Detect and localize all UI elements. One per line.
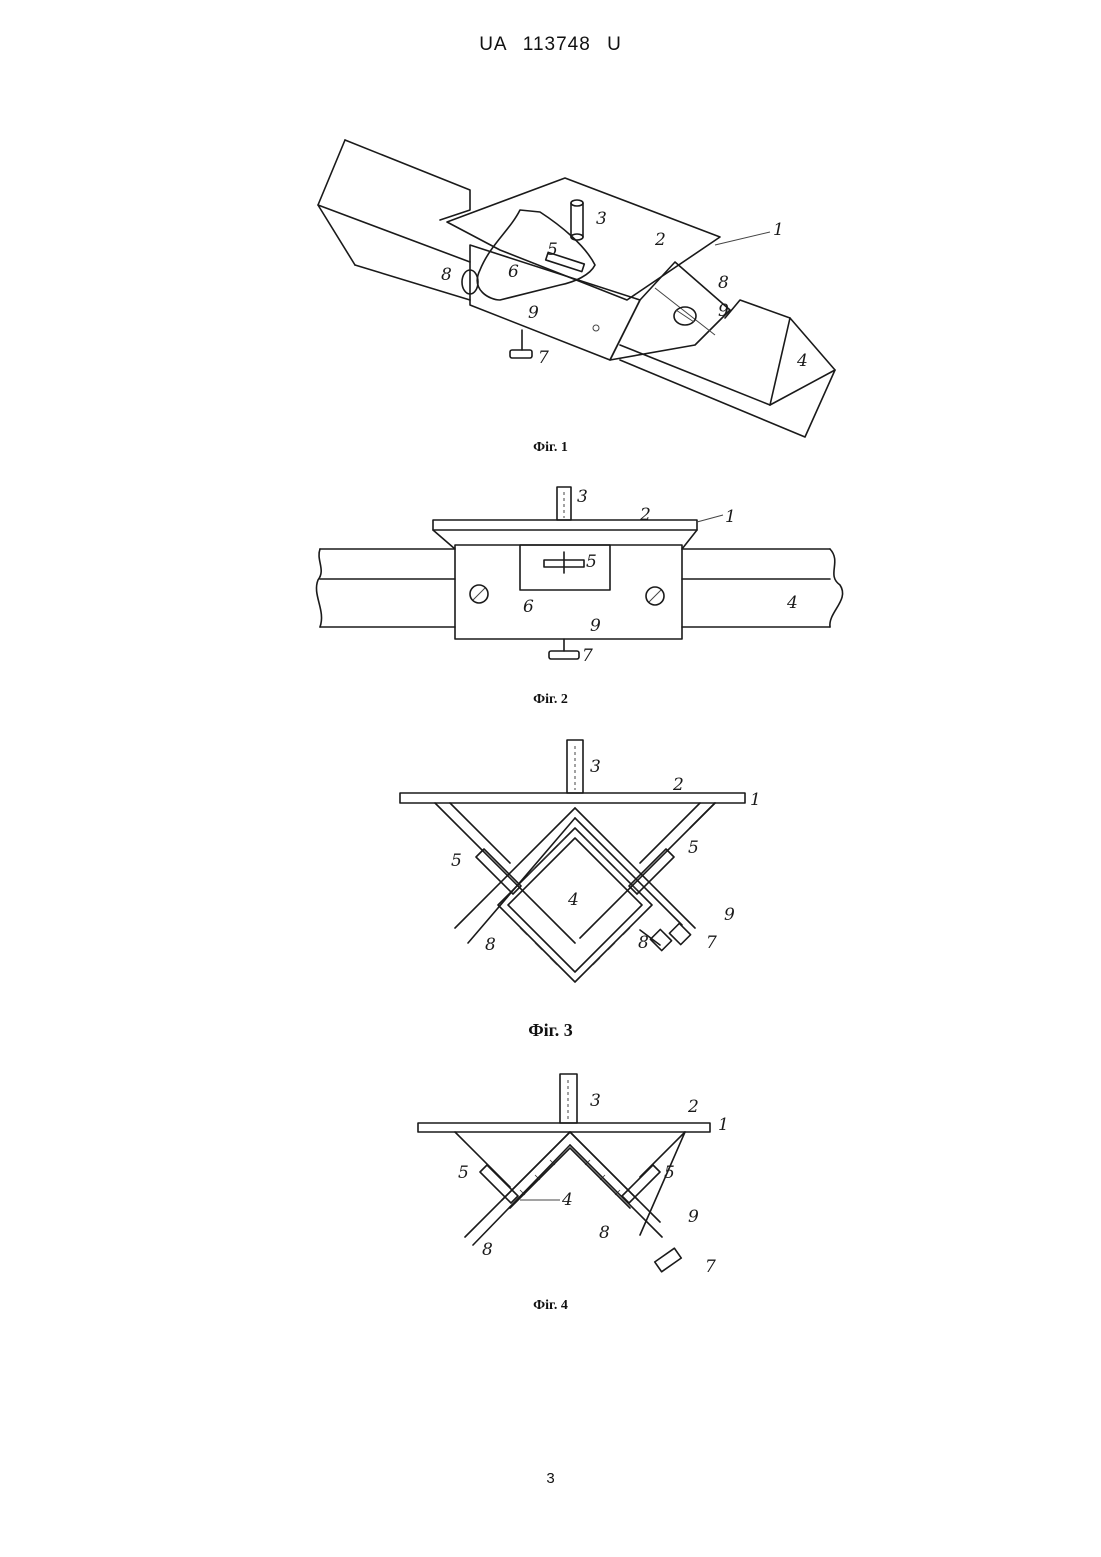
figure-1-caption: Фіг. 1 (0, 440, 1101, 456)
fig4-label-3: 3 (590, 1091, 601, 1111)
fig2-label-1: 1 (725, 507, 736, 527)
fig3-label-5-left: 5 (451, 851, 462, 871)
fig2-label-5: 5 (586, 552, 597, 572)
cutout (477, 210, 595, 300)
fig3-label-5-right: 5 (688, 838, 699, 858)
pins-8 (470, 585, 664, 605)
fig1-label-8-left: 8 (441, 265, 452, 285)
figure-2-caption: Фіг. 2 (0, 692, 1101, 708)
fig4-label-5-right: 5 (664, 1163, 675, 1183)
fig2-label-6: 6 (523, 597, 534, 617)
plate-2 (418, 1123, 710, 1132)
fig1-label-1: 1 (773, 220, 784, 240)
fig2-label-2: 2 (639, 505, 651, 525)
fig4-label-2: 2 (687, 1097, 699, 1117)
screw-7 (510, 330, 532, 358)
fig3-label-1: 1 (750, 790, 761, 810)
fig4-label-8-left: 8 (482, 1240, 493, 1260)
figure-3-caption: Фіг. 3 (0, 1020, 1101, 1041)
fig1-label-7: 7 (538, 348, 549, 368)
fig1-label-9-right: 9 (718, 301, 729, 321)
page-number: 3 (0, 1470, 1101, 1487)
fig1-label-8-right: 8 (718, 273, 729, 293)
fig2-label-7: 7 (582, 646, 593, 666)
fig4-label-5-left: 5 (458, 1163, 469, 1183)
fig3-label-8-right: 8 (638, 933, 649, 953)
fig1-label-9: 9 (528, 303, 539, 323)
figure-2-drawing: 1 2 3 4 5 6 7 9 (0, 480, 1101, 670)
fig4-label-8-right: 8 (599, 1223, 610, 1243)
figure-4-drawing: 1 2 3 4 5 5 7 8 8 9 (0, 1065, 1101, 1285)
fig4-label-1: 1 (718, 1115, 729, 1135)
fig4-label-9: 9 (688, 1207, 699, 1227)
fig1-label-2: 2 (654, 230, 666, 250)
fig2-label-4: 4 (786, 593, 798, 613)
fig2-label-3: 3 (577, 487, 588, 507)
fig1-label-6: 6 (508, 262, 519, 282)
screw-7 (655, 1248, 682, 1272)
housing-9 (462, 245, 730, 360)
fig3-label-3: 3 (590, 757, 601, 777)
fig3-label-4: 4 (567, 890, 579, 910)
rod-3 (557, 487, 571, 520)
rod-3 (571, 200, 583, 240)
wedge-5 (544, 552, 584, 573)
screw-7 (549, 639, 579, 659)
wedges-5 (476, 849, 674, 894)
rod-3 (567, 740, 583, 793)
fig2-label-9: 9 (590, 616, 601, 636)
figure-3-drawing: 1 2 3 4 5 5 7 8 8 9 (0, 730, 1101, 1020)
fig3-label-2: 2 (672, 775, 684, 795)
plate-2 (400, 793, 745, 803)
plate-2 (433, 520, 697, 530)
document-number-header: UA 113748 U (0, 34, 1101, 56)
fig1-label-4: 4 (796, 351, 808, 371)
rod-3 (560, 1074, 577, 1123)
fig3-label-7: 7 (706, 933, 717, 953)
fig3-label-8-left: 8 (485, 935, 496, 955)
figure-1-drawing: 1 2 3 4 5 6 7 8 8 9 9 (0, 120, 1101, 450)
fig1-label-3: 3 (596, 209, 607, 229)
fig3-label-9: 9 (724, 905, 735, 925)
fig1-label-5: 5 (547, 240, 558, 260)
fig4-label-7: 7 (705, 1257, 716, 1277)
figure-4-caption: Фіг. 4 (0, 1298, 1101, 1314)
housing-9 (435, 803, 715, 943)
fig4-label-4: 4 (561, 1190, 573, 1210)
housing-9 (455, 545, 682, 639)
